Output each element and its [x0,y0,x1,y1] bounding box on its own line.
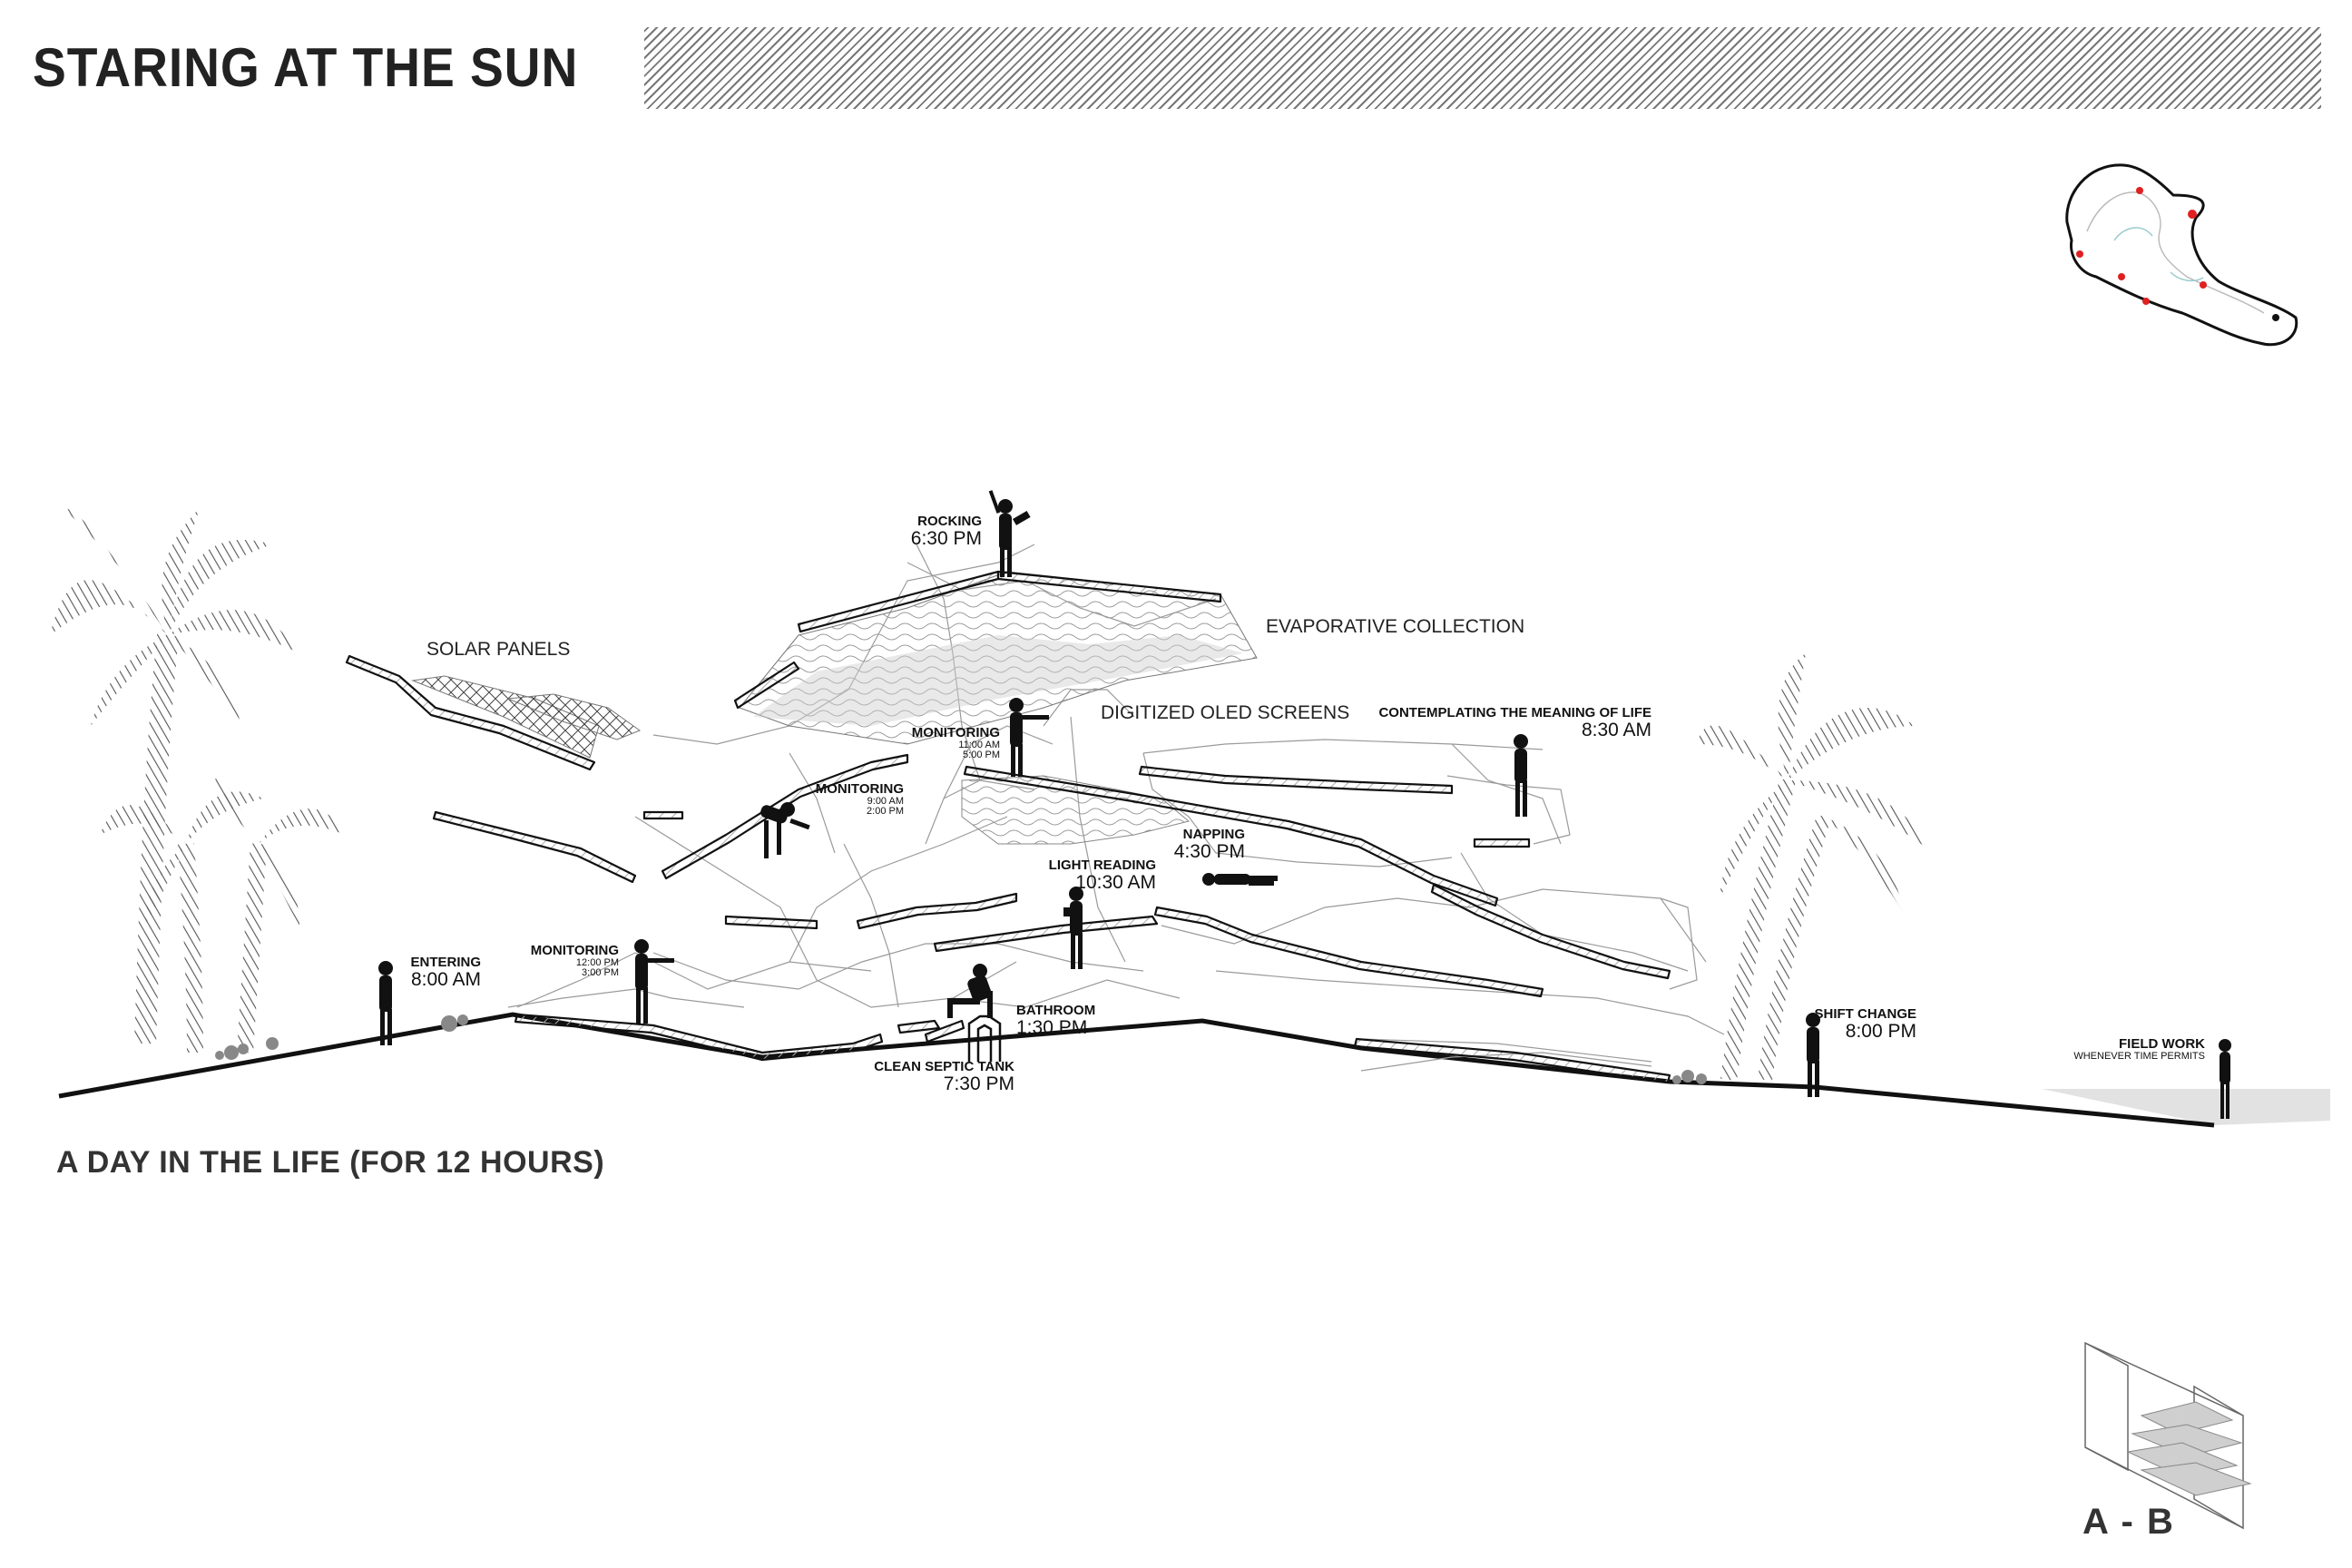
figure-field-work [2219,1039,2231,1119]
septic-pipe [967,1014,1002,1062]
label-evaporative-collection: EVAPORATIVE COLLECTION [1266,616,1525,637]
activity-time-2: 5:00 PM [963,750,1000,761]
activity-note: WHENEVER TIME PERMITS [2073,1050,2205,1062]
activity-contemplating: CONTEMPLATING THE MEANING OF LIFE 8:30 A… [1378,706,1651,740]
label-oled-screens: DIGITIZED OLED SCREENS [1101,702,1350,723]
figure-monitoring-mid [760,802,810,858]
activity-bathroom: BATHROOM 1:30 PM [1016,1004,1095,1038]
activity-septic: CLEAN SEPTIC TANK 7:30 PM [874,1060,1014,1094]
activity-time: 4:30 PM [1173,840,1245,862]
activity-time-1: 11:00 AM [958,739,1000,750]
human-figures [378,490,2231,1119]
activity-name: MONITORING [530,943,619,958]
activity-name: CONTEMPLATING THE MEANING OF LIFE [1378,705,1651,720]
figure-napping [1202,873,1278,886]
slab-sections [345,570,1671,1084]
figure-contemplating [1514,734,1528,817]
shrubs [215,1014,1707,1084]
solar-panel-array [411,675,642,759]
activity-monitoring-low: MONITORING 12:00 PM 3:00 PM [531,944,619,979]
activity-time-1: 9:00 AM [867,795,904,807]
activity-name: MONITORING [911,725,1000,740]
activity-time: 7:30 PM [943,1073,1014,1094]
figure-shift-change [1806,1013,1820,1097]
figure-monitoring-roof [1009,698,1049,777]
page-title: STARING AT THE SUN [33,37,579,98]
activity-time: 8:00 AM [410,968,481,990]
figure-rocking [988,490,1031,577]
activity-rocking: ROCKING 6:30 PM [911,514,982,549]
activity-time-2: 2:00 PM [867,806,904,818]
section-id: A - B [2082,1502,2175,1542]
activity-time-1: 12:00 PM [575,956,619,968]
activity-napping: NAPPING 4:30 PM [1174,828,1245,862]
activity-name: ROCKING [917,514,982,529]
palm-tree-left-short [100,771,345,1054]
evaporative-roof [739,571,1258,745]
activity-name: FIELD WORK [2119,1036,2205,1052]
activity-name: BATHROOM [1016,1003,1096,1018]
ground-line [58,1012,2330,1128]
activity-time: 8:30 AM [1581,719,1651,740]
activity-time-2: 3:00 PM [582,967,619,979]
label-solar-panels: SOLAR PANELS [426,639,571,660]
drawing-subtitle: A DAY IN THE LIFE (FOR 12 HOURS) [56,1145,605,1180]
map-markers [2076,187,2207,305]
palm-tree-right [1697,653,1933,1082]
figure-light-reading [1063,887,1083,969]
figure-entering [378,961,393,1045]
figure-bathroom [947,964,993,1018]
activity-monitoring-mid: MONITORING 9:00 AM 2:00 PM [816,782,904,818]
activity-time: 1:30 PM [1016,1016,1088,1038]
activity-entering: ENTERING 8:00 AM [410,956,481,990]
island-map [2065,163,2298,347]
activity-name: SHIFT CHANGE [1814,1006,1917,1022]
activity-name: NAPPING [1182,827,1245,842]
activity-monitoring-roof: MONITORING 11:00 AM 5:00 PM [912,726,1000,761]
activity-name: ENTERING [410,955,481,970]
activity-time: 6:30 PM [910,527,982,549]
section-key [2084,1341,2252,1530]
activity-light-reading: LIGHT READING 10:30 AM [1049,858,1156,893]
activity-name: LIGHT READING [1048,858,1156,873]
activity-time: 8:00 PM [1845,1020,1916,1042]
activity-shift-change: SHIFT CHANGE 8:00 PM [1815,1007,1917,1042]
palm-tree-left-tall [50,508,299,1044]
figure-monitoring-low [634,939,674,1024]
wireframe-structure [507,544,1725,1072]
activity-time: 10:30 AM [1075,871,1156,893]
activity-name: MONITORING [815,781,904,797]
activity-name: CLEAN SEPTIC TANK [874,1059,1014,1074]
activity-field-work: FIELD WORK WHENEVER TIME PERMITS [2073,1037,2205,1062]
title-box: STARING AT THE SUN [27,27,644,109]
